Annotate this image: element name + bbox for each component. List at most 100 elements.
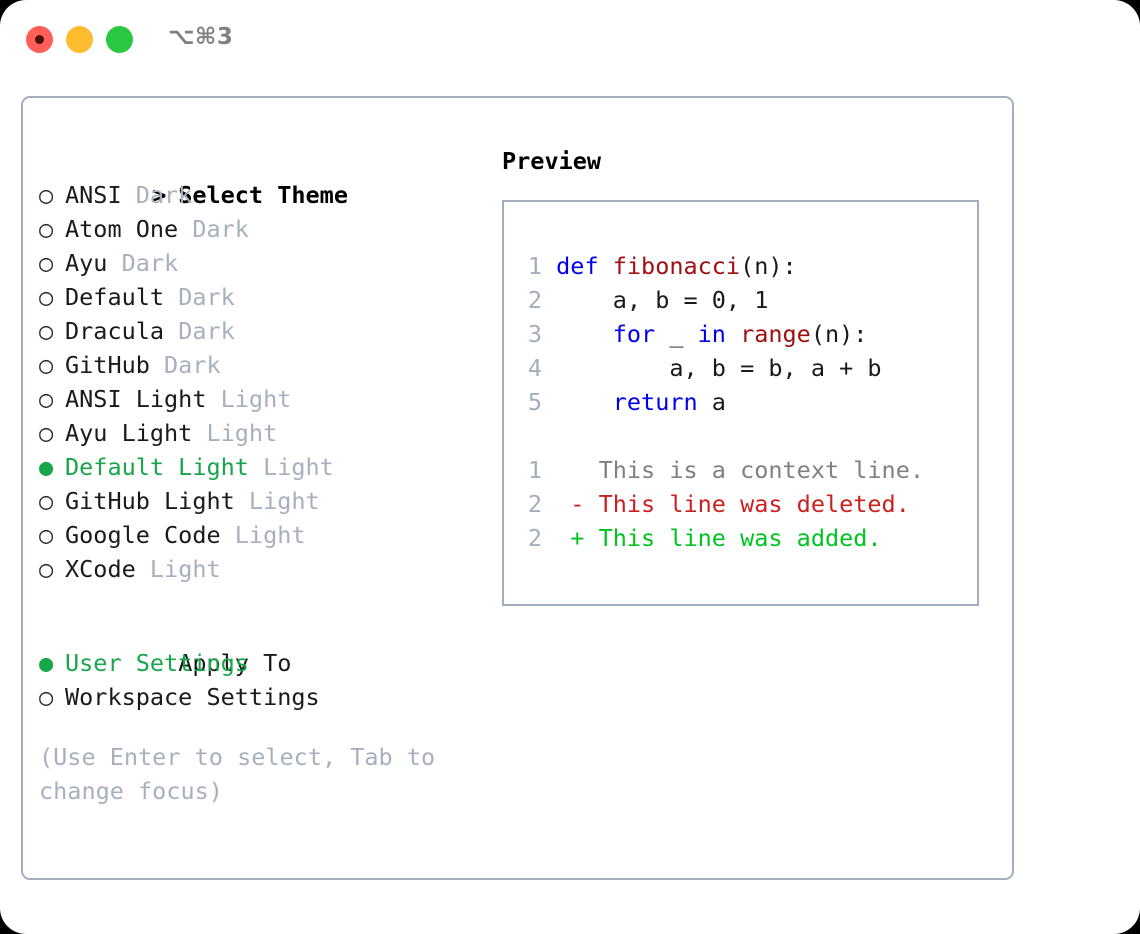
apply-to-label: Workspace Settings [65, 683, 320, 711]
apply-to-label: User Settings [65, 649, 249, 677]
theme-name-label: ANSI [65, 181, 122, 209]
diff-line: 1 This is a context line. [518, 453, 969, 487]
code-gutter-space [542, 388, 556, 416]
theme-list-item[interactable]: ○Default Dark [39, 280, 499, 314]
theme-name-label: Dracula [65, 317, 165, 345]
diff-gutter-space [542, 456, 570, 484]
theme-list-item[interactable]: ● Default Light Light [39, 450, 499, 484]
code-line: 3 for _ in range(n): [518, 317, 969, 351]
theme-list-header-label: Select Theme [178, 181, 348, 209]
code-token-pun: a, b = b, a + b [556, 354, 882, 382]
radio-unselected-icon: ○ [39, 683, 54, 711]
code-token-kw: in [697, 320, 741, 348]
theme-list-item[interactable]: ○Atom One Dark [39, 212, 499, 246]
theme-name-label: Default Light [65, 453, 249, 481]
code-token-pun: a, b = 0, 1 [556, 286, 769, 314]
code-line: 4 a, b = b, a + b [518, 351, 969, 385]
code-token-kw: def [556, 252, 613, 280]
code-line: 5 return a [518, 385, 969, 419]
code-gutter-space [542, 286, 556, 314]
theme-variant-label: Dark [121, 181, 193, 209]
theme-list-item[interactable]: ○ ANSI Light Light [39, 382, 499, 416]
theme-variant-label: Dark [107, 249, 179, 277]
preview-column: Preview 1 def fibonacci(n):2 a, b = 0, 1… [502, 144, 1002, 606]
line-number: 2 [527, 490, 542, 518]
theme-variant-label: Light [206, 385, 292, 413]
theme-list-item[interactable]: ○ GitHub Dark [39, 348, 499, 382]
diff-sample: 1 This is a context line.2 - This line w… [518, 453, 969, 555]
apply-to-header: Apply To [39, 612, 499, 677]
theme-variant-label: Dark [149, 351, 221, 379]
code-token-kw: for [612, 320, 670, 348]
apply-to-header-label: Apply To [178, 649, 292, 677]
apply-to-list: ● User Settings ○ Workspace Settings [39, 646, 499, 714]
minimize-window-button[interactable] [66, 26, 93, 53]
theme-list-item[interactable]: ○ Google Code Light [39, 518, 499, 552]
code-token-pun: (n): [740, 252, 797, 280]
section-spacer [39, 586, 499, 612]
theme-list-header: > Select Theme [39, 144, 499, 209]
theme-name-label: GitHub Light [65, 487, 235, 515]
diff-line: 2 + This line was added. [518, 521, 969, 555]
theme-list-item[interactable]: ○ Dracula Dark [39, 314, 499, 348]
theme-name-label: Ayu [65, 249, 108, 277]
line-number: 1 [527, 456, 542, 484]
keyboard-hint-text: (Use Enter to select, Tab to change focu… [39, 743, 450, 805]
radio-unselected-icon: ○ [39, 385, 54, 413]
code-token-pun [556, 320, 613, 348]
line-number: 3 [527, 320, 542, 348]
diff-text-context: This is a context line. [570, 456, 925, 484]
theme-list-item[interactable]: ○Ayu Dark [39, 246, 499, 280]
radio-unselected-icon: ○ [39, 181, 54, 209]
theme-variant-label: Light [135, 555, 221, 583]
line-number: 5 [527, 388, 542, 416]
theme-variant-label: Dark [164, 317, 235, 345]
theme-name-label: XCode [65, 555, 136, 583]
line-number: 2 [527, 524, 542, 552]
radio-unselected-icon: ○ [39, 283, 54, 311]
theme-list-item[interactable]: ○ ANSI Dark [39, 178, 499, 212]
diff-gap [518, 419, 969, 453]
line-number: 1 [527, 252, 542, 280]
theme-variant-label: Light [192, 419, 278, 447]
radio-unselected-icon: ○ [39, 487, 54, 515]
theme-name-label: GitHub [65, 351, 150, 379]
code-token-pun: (n): [810, 320, 868, 348]
line-number: 2 [527, 286, 542, 314]
code-token-fn: fibonacci [612, 252, 741, 280]
theme-list-item[interactable]: ○GitHub Light Light [39, 484, 499, 518]
prompt-caret-icon: > [152, 181, 167, 209]
theme-variant-label: Light [220, 521, 306, 549]
line-number: 4 [527, 354, 542, 382]
maximize-window-button[interactable] [106, 26, 133, 53]
theme-list-item[interactable]: ○XCode Light [39, 552, 499, 586]
theme-list: ○ANSI Dark○Atom One Dark○Ayu Dark○Defaul… [39, 178, 499, 586]
code-line: 1 def fibonacci(n): [518, 249, 969, 283]
radio-unselected-icon: ○ [39, 317, 54, 345]
close-icon [35, 35, 44, 44]
theme-name-label: Google Code [65, 521, 221, 549]
radio-unselected-icon: ○ [39, 215, 54, 243]
theme-name-label: Ayu Light [65, 419, 193, 447]
code-line: 2 a, b = 0, 1 [518, 283, 969, 317]
apply-to-item[interactable]: ● User Settings [39, 646, 499, 680]
diff-text-add: + This line was added. [570, 524, 882, 552]
theme-name-label: Default [65, 283, 165, 311]
radio-selected-icon: ● [39, 453, 54, 481]
preview-title: Preview [502, 147, 602, 175]
theme-name-label: ANSI Light [65, 385, 207, 413]
code-token-pun: _ [669, 320, 698, 348]
radio-selected-icon: ● [39, 649, 54, 677]
radio-unselected-icon: ○ [39, 521, 54, 549]
code-token-kw: return [612, 388, 712, 416]
theme-variant-label: Light [248, 453, 334, 481]
code-token-pun [556, 388, 613, 416]
apply-to-item[interactable]: ○ Workspace Settings [39, 680, 499, 714]
code-gutter-space [542, 354, 556, 382]
theme-list-item[interactable]: ○Ayu Light Light [39, 416, 499, 450]
diff-line: 2 - This line was deleted. [518, 487, 969, 521]
theme-selector-column: >Select Theme ○ANSI Dark○Atom One Dark○A… [39, 144, 499, 808]
radio-unselected-icon: ○ [39, 351, 54, 379]
